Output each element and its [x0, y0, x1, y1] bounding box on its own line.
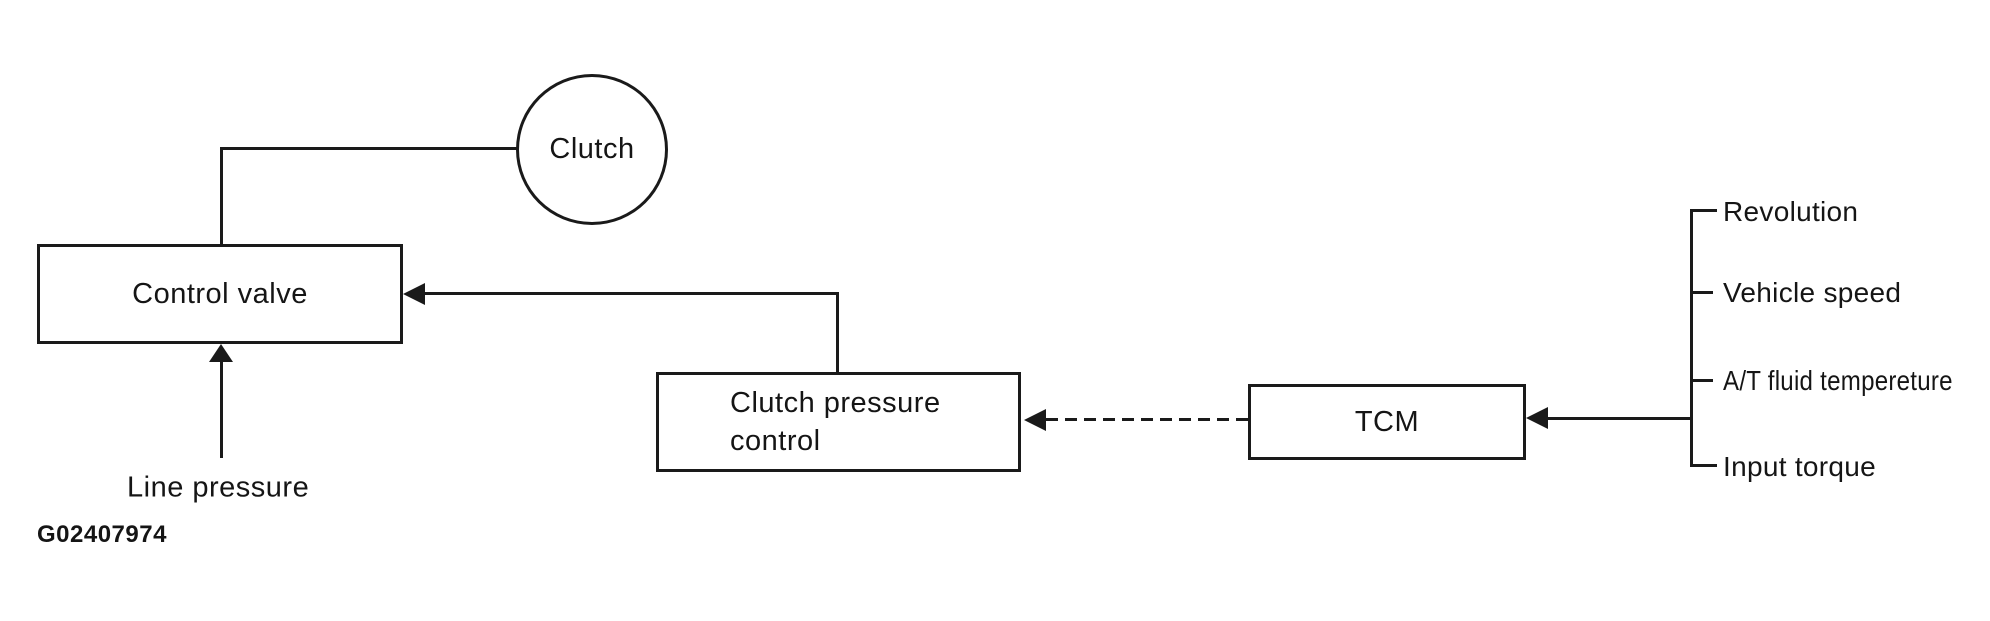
control-valve-label: Control valve: [132, 277, 308, 310]
arrowhead-line-pressure-icon: [209, 344, 233, 362]
input-bracket-tick-input-torque: [1690, 464, 1717, 467]
input-bracket-tick-vehicle-speed: [1690, 291, 1713, 294]
arrowhead-into-tcm-icon: [1526, 407, 1548, 429]
clutch-pressure-control-line1: Clutch pressure: [730, 387, 941, 419]
line-pressure-label: Line pressure: [127, 471, 310, 504]
figure-id: G02407974: [37, 521, 167, 548]
clutch-pressure-control-label: Clutch pressure control: [730, 384, 941, 460]
input-bracket-tick-fluid-temp: [1690, 379, 1713, 382]
arrowhead-into-cpc-icon: [1024, 409, 1046, 431]
clutch-pressure-control-line2: control: [730, 425, 821, 457]
connector-bracket-horizontal: [1547, 417, 1693, 420]
input-label-revolution: Revolution: [1723, 196, 1859, 227]
connector-tcm-dashed: [1046, 418, 1248, 421]
control-valve-node: Control valve: [37, 244, 403, 344]
arrowhead-into-control-valve-icon: [403, 283, 425, 305]
tcm-label: TCM: [1354, 405, 1420, 438]
connector-cpc-horizontal: [424, 292, 839, 295]
input-bracket-spine: [1690, 209, 1693, 467]
connector-line-pressure: [220, 360, 223, 458]
connector-clutch-horizontal: [220, 147, 518, 150]
tcm-node: TCM: [1248, 384, 1526, 460]
connector-cpc-vertical: [836, 292, 839, 373]
input-label-fluid-temperature: A/T fluid tempereture: [1723, 365, 1953, 396]
input-bracket-tick-revolution: [1690, 209, 1717, 212]
input-label-vehicle-speed: Vehicle speed: [1723, 277, 1902, 308]
connector-clutch-vertical: [220, 147, 223, 245]
clutch-node: Clutch: [516, 74, 668, 225]
input-label-input-torque: Input torque: [1723, 451, 1877, 482]
clutch-pressure-control-node: Clutch pressure control: [656, 372, 1021, 472]
clutch-node-label: Clutch: [549, 133, 635, 165]
